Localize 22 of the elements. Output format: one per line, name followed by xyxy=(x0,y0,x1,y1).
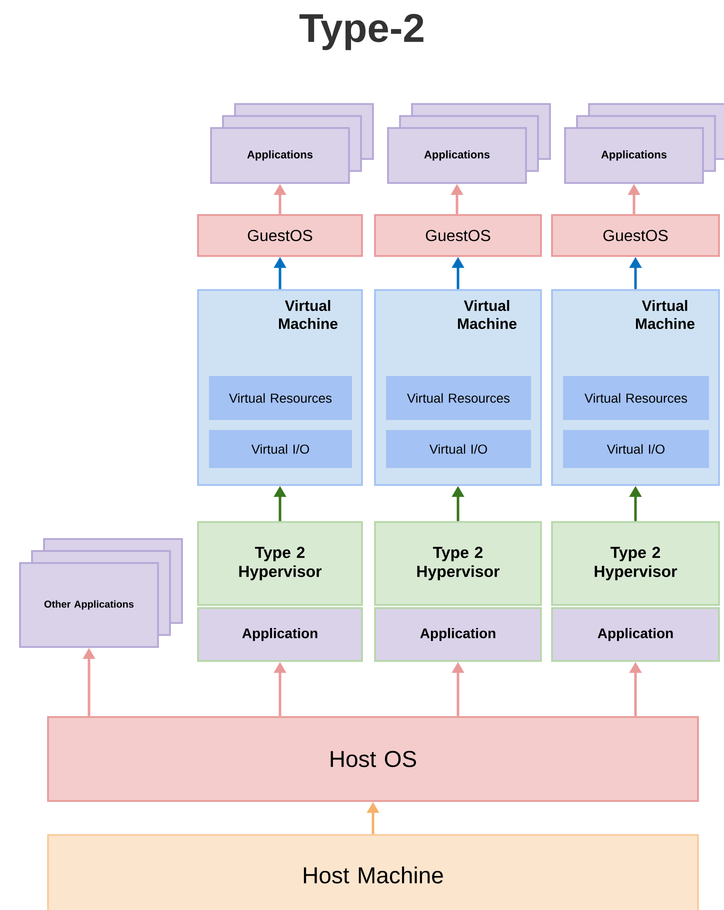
os-box: GuestOS xyxy=(551,214,720,257)
resource-box: Virtual Resources xyxy=(209,376,352,420)
resource-box: Virtual I/O xyxy=(209,430,352,468)
application-stack: Applications xyxy=(387,103,551,184)
os-box: GuestOS xyxy=(374,214,542,257)
application-stack: Applications xyxy=(210,103,374,184)
application-box: Application xyxy=(197,607,363,662)
os-box: Host OS xyxy=(47,716,699,802)
resource-box: Virtual Resources xyxy=(386,376,531,420)
resource-box: Virtual Resources xyxy=(563,376,709,420)
hypervisor-box: Type 2 Hypervisor xyxy=(374,521,542,606)
hypervisor-box: Type 2 Hypervisor xyxy=(197,521,363,606)
os-box: GuestOS xyxy=(197,214,363,257)
application-stack: Other Applications xyxy=(19,538,183,648)
application-box: Application xyxy=(374,607,542,662)
machine-box: Host Machine xyxy=(47,834,699,910)
title: Type-2 xyxy=(299,14,424,50)
resource-box: Virtual I/O xyxy=(563,430,709,468)
application-box: Application xyxy=(551,607,720,662)
hypervisor-box: Type 2 Hypervisor xyxy=(551,521,720,606)
resource-box: Virtual I/O xyxy=(386,430,531,468)
application-stack: Applications xyxy=(564,103,724,184)
